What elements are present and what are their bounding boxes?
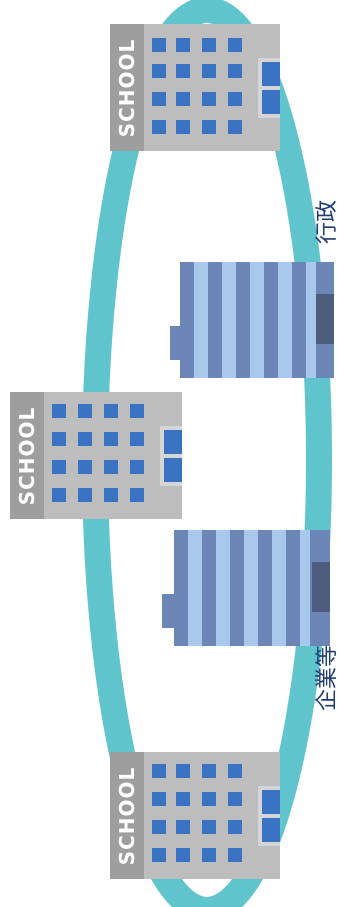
school-label-top: SCHOOL [115, 39, 139, 138]
label-companies: 企業等 [315, 645, 337, 711]
school-label-bottom: SCHOOL [115, 767, 139, 866]
school-label-middle: SCHOOL [15, 407, 39, 506]
office-building-lower [162, 530, 330, 646]
school-building-bottom: SCHOOL [110, 752, 280, 879]
school-building-top: SCHOOL [110, 24, 280, 151]
label-administration: 行政 [315, 200, 337, 244]
office-building-upper [170, 262, 334, 378]
school-building-middle: SCHOOL [10, 392, 182, 519]
